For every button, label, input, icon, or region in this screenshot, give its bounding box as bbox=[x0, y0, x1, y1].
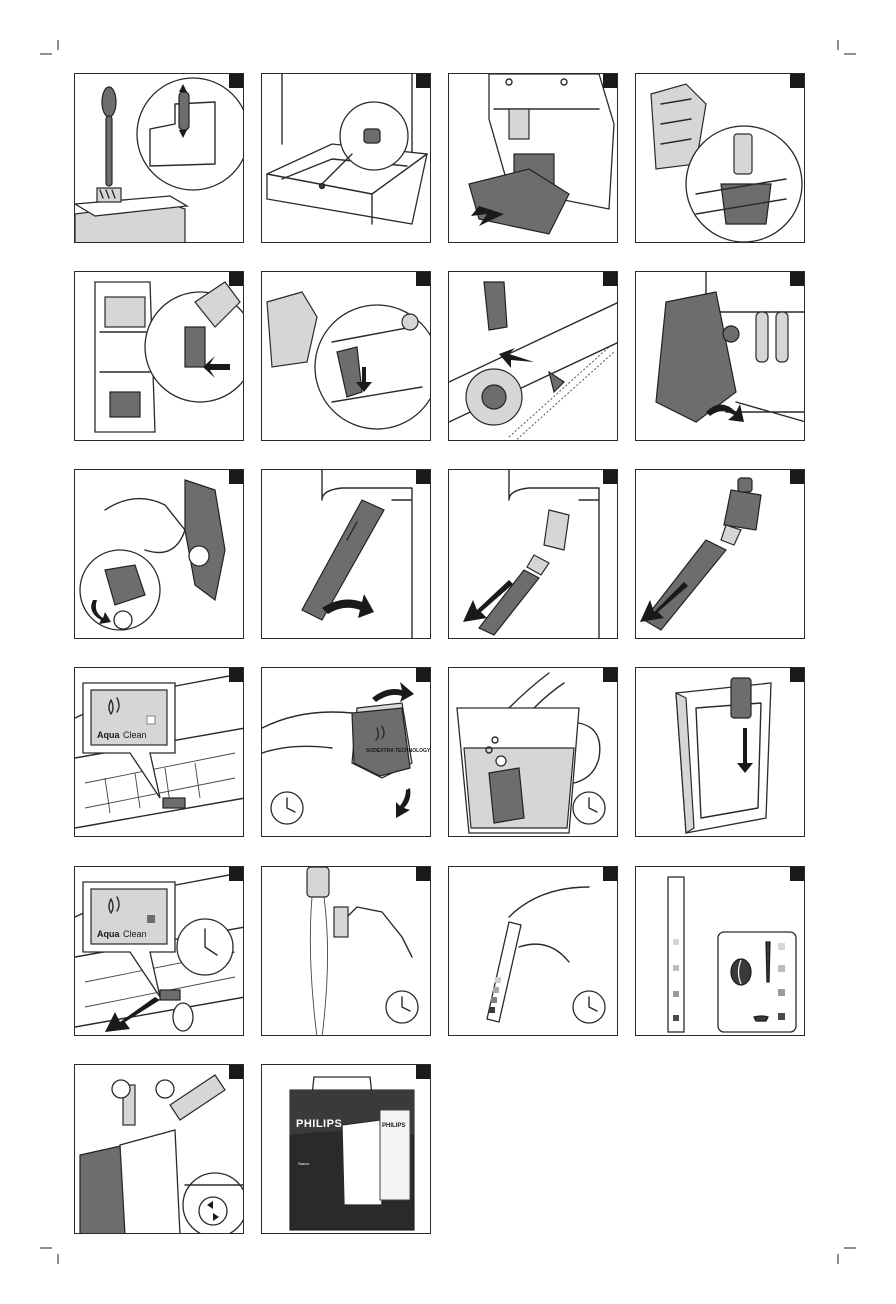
panel-marker bbox=[416, 470, 430, 484]
illustration-brew-group-lubricate bbox=[650, 83, 803, 242]
illustration-grease-rails bbox=[449, 281, 617, 440]
panel-marker bbox=[416, 272, 430, 286]
panel-marker bbox=[790, 668, 804, 682]
step-panel-1 bbox=[74, 73, 244, 243]
step-panel-7 bbox=[448, 271, 618, 441]
panel-marker bbox=[416, 74, 430, 88]
illustration-spoon-ground-coffee bbox=[75, 77, 243, 242]
illustration-grease-tube-apply bbox=[266, 291, 430, 430]
panel-marker bbox=[790, 470, 804, 484]
panel-marker bbox=[603, 668, 617, 682]
panel-marker bbox=[416, 1065, 430, 1079]
illustration-soak-filter bbox=[456, 672, 606, 834]
illustration-aquaclean-display: Aqua Clean bbox=[75, 672, 243, 829]
illustration-remove-milk-frother bbox=[655, 272, 804, 423]
filter-print: SODEXTRA TECHNOLOGY bbox=[366, 748, 431, 754]
illustration-separate-frother-parts bbox=[640, 477, 762, 631]
step-panel-10 bbox=[261, 469, 431, 639]
brand-side: PHILIPS bbox=[382, 1123, 405, 1129]
step-panel-2 bbox=[261, 73, 431, 243]
panel-marker bbox=[416, 867, 430, 881]
panel-marker bbox=[229, 1065, 243, 1079]
step-panel-21 bbox=[74, 1064, 244, 1234]
panel-marker bbox=[603, 74, 617, 88]
step-panel-4 bbox=[635, 73, 805, 243]
step-panel-12 bbox=[635, 469, 805, 639]
step-panel-13: Aqua Clean bbox=[74, 667, 244, 837]
aqua-label: Aqua bbox=[97, 929, 120, 939]
step-panel-15 bbox=[448, 667, 618, 837]
step-panel-19 bbox=[448, 866, 618, 1036]
panel-marker bbox=[229, 272, 243, 286]
clean-label: Clean bbox=[123, 730, 147, 740]
step-panel-3 bbox=[448, 73, 618, 243]
panel-marker bbox=[229, 470, 243, 484]
illustration-test-strip-water bbox=[306, 867, 419, 1035]
illustration-read-test-strip bbox=[486, 886, 606, 1024]
panel-marker bbox=[790, 272, 804, 286]
panel-marker bbox=[229, 74, 243, 88]
brand-logo: PHILIPS bbox=[296, 1118, 342, 1130]
illustration-product-box: PHILIPS Saeco PHILIPS bbox=[289, 1076, 415, 1231]
illustration-drip-tray-button bbox=[266, 74, 428, 225]
step-panel-8 bbox=[635, 271, 805, 441]
step-panel-9 bbox=[74, 469, 244, 639]
step-panel-14: SODEXTRA TECHNOLOGY bbox=[261, 667, 431, 837]
panel-marker bbox=[603, 272, 617, 286]
illustration-pull-frother-tube bbox=[463, 470, 600, 638]
clean-label: Clean bbox=[123, 929, 147, 939]
step-panel-11 bbox=[448, 469, 618, 639]
illustration-rotate-frother-tube bbox=[301, 470, 413, 638]
step-panel-6 bbox=[261, 271, 431, 441]
panel-marker bbox=[229, 668, 243, 682]
step-panel-22: PHILIPS Saeco PHILIPS bbox=[261, 1064, 431, 1234]
illustration-brew-group-grease-point bbox=[94, 281, 243, 433]
illustration-activate-aquaclean: Aqua Clean bbox=[75, 871, 243, 1032]
illustration-water-hardness-chart bbox=[667, 876, 797, 1033]
filter-recycle-icon bbox=[198, 1196, 228, 1226]
panel-marker bbox=[790, 867, 804, 881]
illustration-shake-filter: SODEXTRA TECHNOLOGY bbox=[262, 682, 431, 825]
panel-marker bbox=[229, 867, 243, 881]
panel-marker bbox=[416, 668, 430, 682]
step-panel-20 bbox=[635, 866, 805, 1036]
panel-marker bbox=[603, 470, 617, 484]
coffee-bean-icon bbox=[730, 958, 752, 986]
panel-marker bbox=[603, 867, 617, 881]
panel-marker bbox=[790, 74, 804, 88]
illustration-detach-frother-part bbox=[79, 479, 226, 631]
aqua-label: Aqua bbox=[97, 730, 120, 740]
step-panel-18 bbox=[261, 866, 431, 1036]
step-panel-5 bbox=[74, 271, 244, 441]
step-panel-17: Aqua Clean bbox=[74, 866, 244, 1036]
illustration-fill-tank-with-filter bbox=[79, 1074, 243, 1233]
illustration-remove-drip-tray bbox=[468, 74, 615, 235]
sub-brand: Saeco bbox=[298, 1161, 310, 1166]
step-panel-16 bbox=[635, 667, 805, 837]
illustration-insert-filter-tank bbox=[675, 677, 772, 835]
